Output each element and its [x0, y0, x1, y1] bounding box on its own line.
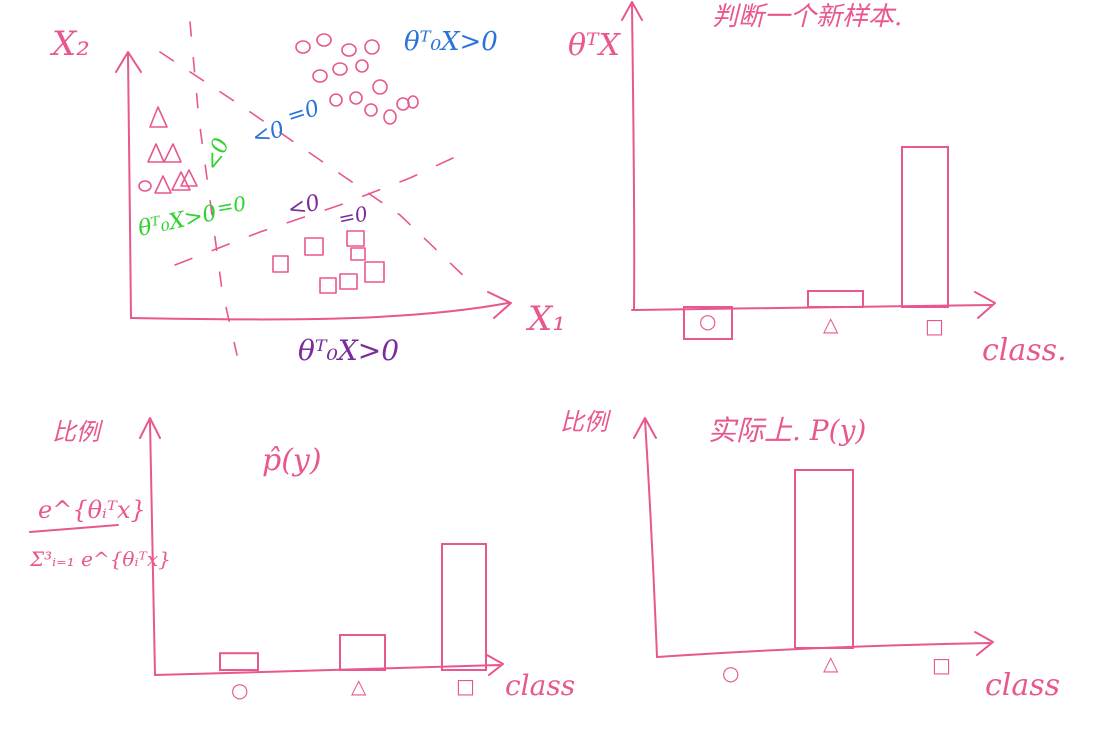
actual-y-axis-label: 比例: [560, 408, 612, 436]
blue-boundary-label: θᵀ₀X>0: [404, 27, 498, 57]
actual-tick-square: □: [932, 653, 951, 677]
circle-point: [312, 69, 328, 83]
score-tick-triangle: △: [823, 312, 839, 336]
triangle-points: [138, 106, 198, 194]
softmax-y-axis-label: 比例: [52, 418, 104, 446]
circle-point: [355, 59, 369, 73]
boundary-line-vertical: [189, 21, 238, 356]
bar-square: [441, 543, 487, 671]
purple-eq-label: =0: [336, 201, 370, 231]
score-x-axis-label: class.: [982, 333, 1067, 368]
purple-lt-label: <0: [285, 190, 323, 223]
bar-circle: [219, 652, 259, 672]
softmax-formula-denominator: Σ³ᵢ₌₁ e^{θᵢᵀx}: [29, 547, 171, 571]
softmax-y-axis: [139, 417, 161, 676]
triangle-point: [149, 106, 168, 128]
softmax-x-axis-label: class: [505, 669, 575, 702]
softmax-formula-numerator: e^{θᵢᵀx}: [38, 496, 146, 524]
bar-square: [901, 146, 949, 308]
score-panel: θᵀX 判断一个新样本. class. ○ △ □: [568, 1, 1067, 368]
circle-points: [295, 33, 419, 125]
circle-point: [332, 62, 348, 76]
circle-point: [349, 91, 363, 105]
square-point: [304, 237, 324, 256]
circle-point: [372, 79, 388, 95]
score-y-axis-label: θᵀX: [568, 28, 622, 63]
triangle-point: [147, 143, 165, 163]
triangle-point: [180, 169, 198, 187]
score-title: 判断一个新样本.: [712, 2, 902, 32]
scatter-x-axis-label: X₁: [525, 299, 566, 339]
purple-boundary-label: θᵀ₀X>0: [298, 334, 399, 367]
green-eq-label: =0: [215, 191, 248, 220]
triangle-point: [163, 143, 182, 163]
blue-lt-label: <0: [249, 117, 288, 151]
blue-eq-label: =0: [284, 96, 323, 130]
green-boundary-label: θᵀ₀X>0: [136, 201, 219, 242]
score-tick-square: □: [925, 314, 944, 338]
square-points: [272, 230, 385, 294]
square-point: [364, 261, 385, 283]
circle-point: [295, 40, 311, 54]
softmax-formula-divider: [29, 524, 119, 533]
circle-point: [341, 43, 357, 57]
actual-bars: [794, 469, 854, 649]
bar-triangle: [339, 634, 386, 671]
softmax-bars: [219, 543, 487, 672]
softmax-panel: 比例 e^{θᵢᵀx} Σ³ᵢ₌₁ e^{θᵢᵀx} p̂(y) class ○…: [29, 417, 575, 702]
square-point: [319, 277, 337, 294]
softmax-tick-square: □: [456, 674, 475, 698]
square-point: [272, 255, 289, 273]
square-point: [339, 273, 358, 290]
bar-triangle: [807, 290, 864, 308]
boundary-line-shallow: [174, 149, 471, 266]
softmax-x-axis: [154, 654, 504, 676]
circle-point: [383, 109, 397, 125]
circle-point: [396, 97, 410, 111]
actual-x-axis-label: class: [985, 668, 1060, 703]
softmax-tick-triangle: △: [351, 674, 367, 698]
green-lt-label: <0: [200, 135, 235, 174]
triangle-point: [154, 175, 172, 194]
circle-point: [316, 33, 332, 47]
score-y-axis: [621, 1, 643, 311]
square-point: [346, 230, 365, 247]
scatter-panel: X₂ X₁: [49, 21, 566, 367]
softmax-tick-circle: ○: [231, 678, 248, 702]
circle-point: [138, 180, 152, 192]
actual-title: 实际上. P(y): [708, 414, 866, 447]
actual-panel: 比例 实际上. P(y) class ○ △ □: [560, 408, 1060, 703]
square-point: [350, 247, 366, 261]
score-bars: [683, 146, 949, 340]
actual-tick-circle: ○: [722, 661, 739, 685]
boundary-line-diagonal: [159, 51, 471, 283]
circle-point: [329, 93, 343, 107]
triangle-point: [171, 171, 191, 191]
circle-point: [364, 103, 378, 117]
circle-point: [364, 39, 380, 55]
bar-circle: [683, 306, 733, 340]
softmax-title: p̂(y): [262, 443, 322, 478]
scatter-x-axis: [130, 291, 512, 321]
scatter-y-axis: [115, 51, 142, 319]
bar-triangle: [794, 469, 854, 649]
actual-y-axis: [633, 417, 658, 658]
score-tick-circle: ○: [699, 309, 716, 333]
circle-point: [407, 95, 419, 109]
actual-tick-triangle: △: [823, 651, 839, 675]
scatter-y-axis-label: X₂: [49, 24, 90, 64]
